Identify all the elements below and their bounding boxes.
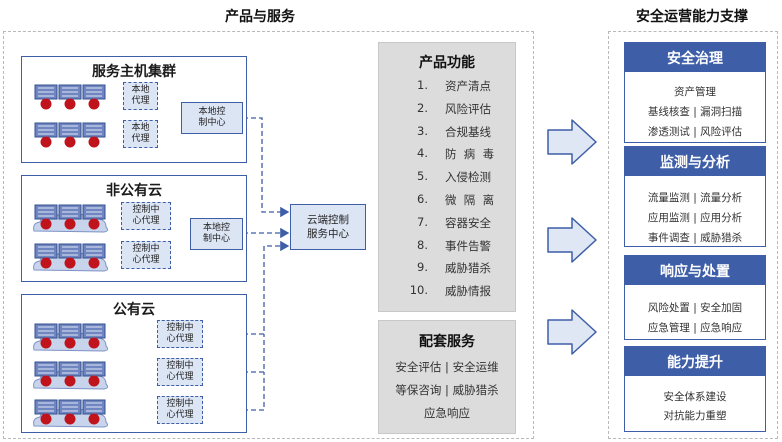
alert-dot-icon	[88, 375, 100, 387]
product-functions-title: 产品功能	[419, 55, 475, 71]
cloud-server-icon	[32, 242, 112, 276]
alert-dot-icon	[64, 337, 76, 349]
supporting-services-panel: 配套服务 安全评估 | 安全运维 等保咨询 | 威胁猎杀 应急响应	[378, 320, 516, 434]
control-center-agent-box: 控制中 心代理	[121, 202, 171, 230]
product-function-label: 威胁猎杀	[445, 261, 491, 276]
alert-dot-icon	[88, 257, 100, 269]
service-line: 应急响应	[424, 406, 470, 420]
service-line: 安全评估 | 安全运维	[395, 360, 499, 374]
host-cluster-title: 服务主机集群	[92, 64, 176, 80]
capability-item: 安全体系建设	[663, 391, 727, 403]
capability-card-governance: 安全治理 资产管理 基线核查 | 漏洞扫描 渗透测试 | 风险评估	[624, 42, 766, 143]
product-function-number: 8.	[417, 237, 428, 252]
service-line: 等保咨询 | 威胁猎杀	[395, 383, 499, 397]
local-control-center-box: 本地控 制中心	[181, 102, 243, 134]
capability-item: 对抗能力重塑	[663, 410, 727, 422]
capability-item: 事件调查 | 威胁猎杀	[647, 232, 743, 244]
alert-dot-icon	[40, 337, 52, 349]
alert-dot-icon	[64, 136, 76, 148]
capabilities-panel	[608, 31, 778, 439]
flow-arrow-3	[547, 309, 597, 355]
capability-card-improvement: 能力提升 安全体系建设 对抗能力重塑	[624, 346, 766, 432]
server-rack-icon	[32, 121, 112, 155]
server-rack-icon	[32, 83, 112, 117]
alert-dot-icon	[64, 413, 76, 425]
alert-dot-icon	[40, 257, 52, 269]
capability-item: 应急管理 | 应急响应	[647, 322, 743, 334]
alert-dot-icon	[64, 257, 76, 269]
local-control-center-box: 本地控 制中心	[190, 218, 243, 250]
capability-item: 基线核查 | 漏洞扫描	[647, 106, 743, 118]
control-center-agent-box: 控制中 心代理	[157, 396, 203, 424]
product-function-number: 1.	[417, 78, 428, 92]
capability-header: 响应与处置	[625, 256, 765, 285]
public-cloud-title: 公有云	[113, 302, 155, 318]
control-center-agent-box: 控制中 心代理	[121, 241, 171, 269]
product-function-label: 威胁情报	[445, 284, 491, 299]
capability-item: 资产管理	[674, 86, 716, 98]
product-function-label: 事件告警	[445, 238, 491, 253]
capability-header: 监测与分析	[625, 147, 765, 176]
product-function-number: 2.	[417, 100, 428, 115]
control-center-agent-box: 控制中 心代理	[157, 320, 203, 348]
capability-header: 安全治理	[625, 43, 765, 72]
product-function-number: 9.	[417, 260, 428, 275]
control-center-agent-box: 控制中 心代理	[157, 358, 203, 386]
cloud-control-center-box: 云端控制 服务中心	[290, 204, 366, 250]
capability-item: 应用监测 | 应用分析	[647, 212, 743, 224]
supporting-services-title: 配套服务	[419, 334, 475, 350]
alert-dot-icon	[40, 413, 52, 425]
alert-dot-icon	[40, 375, 52, 387]
alert-dot-icon	[88, 136, 100, 148]
capability-card-monitoring: 监测与分析 流量监测 | 流量分析 应用监测 | 应用分析 事件调查 | 威胁猎…	[624, 146, 766, 247]
capability-item: 流量监测 | 流量分析	[647, 192, 743, 204]
cloud-server-icon	[32, 203, 112, 237]
cloud-server-icon	[32, 322, 112, 356]
capability-card-response: 响应与处置 风险处置 | 安全加固 应急管理 | 应急响应	[624, 255, 766, 340]
cloud-server-icon	[32, 398, 112, 432]
product-function-label: 资产清点	[445, 79, 491, 93]
product-function-number: 5.	[417, 169, 428, 184]
product-function-label: 容器安全	[445, 215, 491, 230]
alert-dot-icon	[40, 218, 52, 230]
product-function-number: 3.	[417, 123, 428, 138]
products-panel	[3, 31, 534, 439]
capability-item: 风险处置 | 安全加固	[647, 302, 743, 314]
local-agent-box: 本地 代理	[123, 82, 158, 110]
alert-dot-icon	[64, 98, 76, 110]
alert-dot-icon	[88, 413, 100, 425]
capability-header: 能力提升	[625, 347, 765, 376]
alert-dot-icon	[88, 337, 100, 349]
alert-dot-icon	[40, 98, 52, 110]
local-agent-box: 本地 代理	[123, 120, 158, 148]
capability-item: 渗透测试 | 风险评估	[647, 126, 743, 138]
product-function-number: 7.	[417, 214, 428, 229]
products-section-title: 产品与服务	[225, 9, 295, 25]
product-function-number: 6.	[417, 192, 428, 206]
flow-arrow-2	[547, 217, 597, 263]
alert-dot-icon	[40, 136, 52, 148]
alert-dot-icon	[88, 98, 100, 110]
alert-dot-icon	[88, 218, 100, 230]
product-function-label: 风险评估	[445, 101, 491, 116]
flow-arrows	[547, 119, 597, 355]
capabilities-section-title: 安全运营能力支撑	[636, 9, 748, 25]
alert-dot-icon	[64, 218, 76, 230]
product-function-label: 合规基线	[445, 124, 491, 139]
product-function-label: 防 病 毒	[445, 147, 495, 162]
product-function-label: 入侵检测	[445, 170, 491, 185]
product-function-label: 微 隔 离	[445, 193, 495, 207]
product-function-number: 4.	[417, 146, 428, 161]
product-functions-panel: 产品功能 1. 资产清点 2. 风险评估 3. 合规基线 4. 防 病 毒 5. 入侵检测 6. 微 …	[378, 42, 516, 312]
product-function-number: 10.	[409, 283, 428, 298]
alert-dot-icon	[64, 375, 76, 387]
cloud-server-icon	[32, 360, 112, 394]
flow-arrow-1	[547, 119, 597, 165]
non-public-cloud-title: 非公有云	[106, 183, 162, 199]
